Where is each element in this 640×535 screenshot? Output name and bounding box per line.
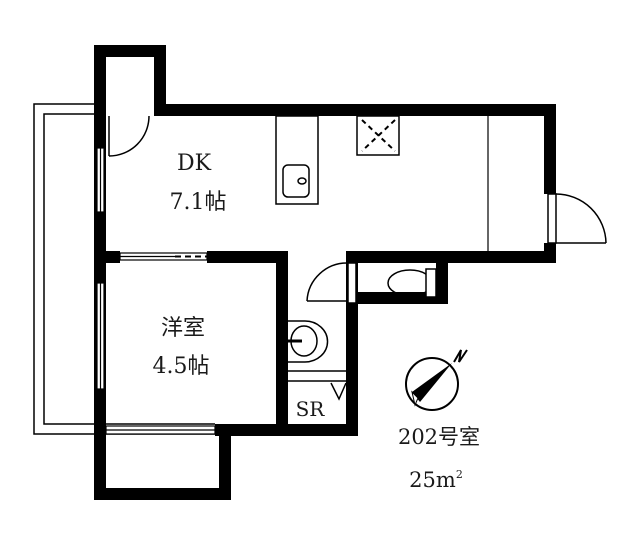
unit-area-sup: 2 (455, 468, 463, 481)
western-room-size: 4.5帖 (152, 354, 210, 379)
ventilation-box (356, 115, 400, 156)
walls (94, 45, 556, 500)
dk-room-name: DK (176, 151, 212, 176)
toilet (387, 268, 437, 298)
doors (108, 115, 607, 304)
washbasin (288, 320, 329, 363)
storage-room (288, 370, 347, 401)
windows (96, 147, 216, 435)
unit-area-value: 25 (409, 468, 436, 492)
unit-area: 25m2 (396, 462, 476, 493)
dk-room-size: 7.1帖 (169, 190, 227, 215)
compass-icon (405, 349, 468, 411)
storage-room-label: SR (295, 397, 325, 421)
western-room-name: 洋室 (160, 316, 205, 341)
unit-number: 202号室 (397, 425, 481, 449)
kitchen-counter (275, 115, 319, 205)
unit-area-unit: m (435, 468, 456, 492)
